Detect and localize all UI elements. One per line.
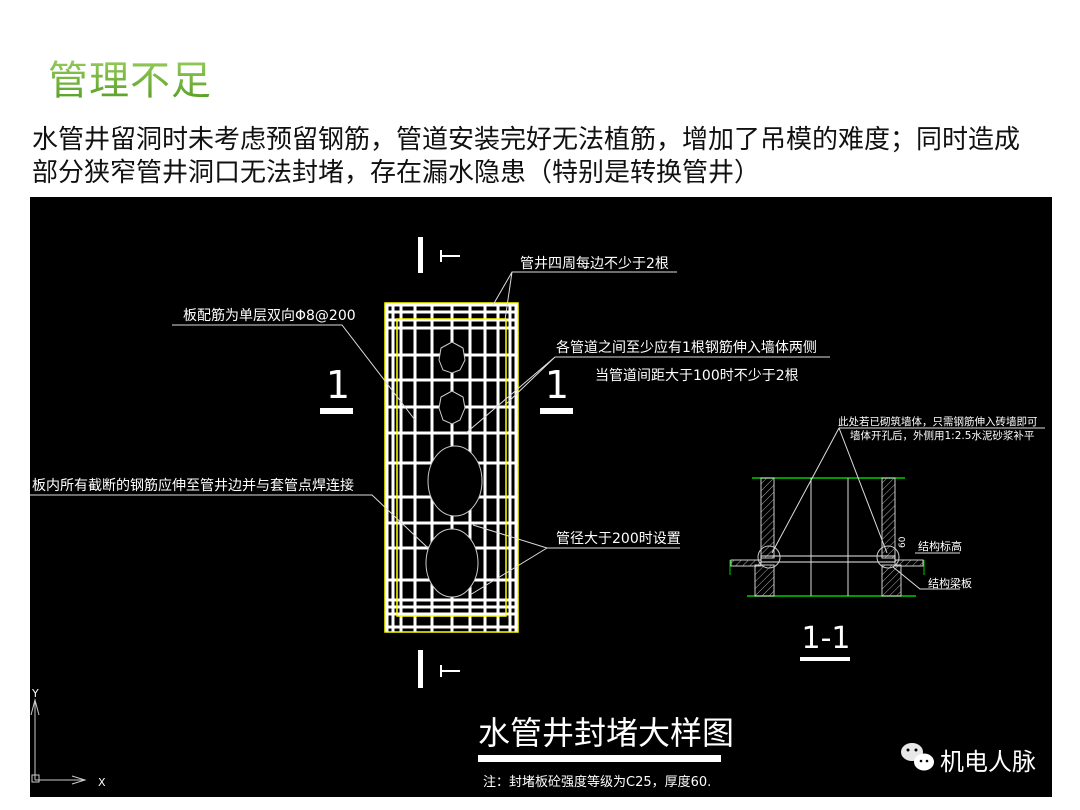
- rebar-horizontal: [385, 310, 518, 314]
- section-mark-right: 1: [545, 363, 569, 407]
- rebar-horizontal: [385, 378, 518, 382]
- section-cut-top-label: [440, 250, 460, 262]
- ucs-icon: [30, 698, 87, 785]
- section-mark-left-bar: [320, 408, 353, 414]
- rebar-horizontal: [385, 605, 518, 609]
- drawing-canvas: 1 1 管井四周每边不少于2根 板配筋为单层双向Φ8@200 各管道之间至少应有…: [30, 237, 1045, 790]
- rebar-horizontal: [385, 612, 518, 616]
- rebar-horizontal: [385, 326, 518, 330]
- rebar-vertical: [399, 303, 403, 632]
- rebar-horizontal: [385, 303, 518, 307]
- annotation-cut-bars: 板内所有截断的钢筋应伸至管井边并与套管点焊连接: [32, 477, 354, 494]
- section-detail-title: 1-1: [802, 621, 851, 656]
- slide-description: 水管井留洞时未考虑预留钢筋，管道安装完好无法植筋，增加了吊模的难度；同时造成部分…: [32, 125, 1021, 188]
- section-cut-bottom-bar: [418, 650, 423, 688]
- section-cut-top-bar: [418, 237, 423, 273]
- leader-lines: [30, 271, 830, 596]
- rebar-vertical: [496, 303, 500, 632]
- rebar-vertical: [413, 303, 417, 632]
- annotation-between-pipes-1: 各管道之间至少应有1根钢筋伸入墙体两侧: [556, 339, 817, 356]
- slab-outline: [396, 318, 507, 617]
- section-cut-bottom-label: [440, 665, 460, 677]
- ucs-x-label: X: [98, 776, 106, 789]
- pipe-opening-large-1: [427, 445, 483, 517]
- rebar-horizontal: [385, 625, 518, 629]
- section-note-1: 此处若已砌筑墙体，只需钢筋伸入砖墙即可: [838, 415, 1038, 428]
- rebar-vertical: [514, 303, 518, 632]
- drawing-note: 注：封堵板砼强度等级为C25，厚度60.: [483, 774, 711, 790]
- pipe-opening-large-2: [425, 528, 479, 598]
- annotation-slab-reinforcement: 板配筋为单层双向Φ8@200: [183, 307, 356, 324]
- rebar-horizontal: [385, 431, 518, 435]
- pipe-opening-small-2: [438, 390, 466, 425]
- slab-label: 结构梁板: [928, 576, 972, 590]
- rebar-vertical: [391, 303, 395, 632]
- ucs-y-label: Y: [31, 687, 39, 700]
- cad-drawing: 1 1 管井四周每边不少于2根 板配筋为单层双向Φ8@200 各管道之间至少应有…: [30, 197, 1052, 797]
- rebar-vertical: [483, 303, 487, 632]
- dimension-label: 60: [898, 536, 908, 548]
- annotation-pipe-diameter: 管径大于200时设置: [556, 531, 681, 547]
- section-detail: 此处若已砌筑墙体，只需钢筋伸入砖墙即可 墙体开孔后，外侧用1:2.5水泥砂浆补平…: [729, 415, 1045, 661]
- pipe-opening-small-1: [438, 341, 466, 374]
- section-note-2: 墙体开孔后，外侧用1:2.5水泥砂浆补平: [850, 429, 1034, 442]
- rebar-horizontal: [385, 598, 518, 602]
- drawing-title: 水管井封堵大样图: [478, 714, 734, 752]
- drawing-title-underline: [478, 755, 721, 762]
- section-mark-left: 1: [326, 363, 350, 407]
- wechat-icon: [901, 743, 934, 771]
- rebar-horizontal: [385, 318, 518, 322]
- rebar-horizontal: [385, 521, 518, 525]
- watermark-text: 机电人脉: [940, 748, 1036, 776]
- rebar-vertical: [385, 303, 389, 632]
- annotation-perimeter-bars: 管井四周每边不少于2根: [520, 256, 669, 272]
- section-mark-right-bar: [540, 408, 573, 414]
- rebar-vertical: [508, 303, 512, 632]
- slide-title: 管理不足: [48, 48, 212, 106]
- elevation-label: 结构标高: [918, 539, 962, 553]
- opening-outline: [384, 302, 519, 633]
- annotation-between-pipes-2: 当管道间距大于100时不少于2根: [595, 368, 799, 384]
